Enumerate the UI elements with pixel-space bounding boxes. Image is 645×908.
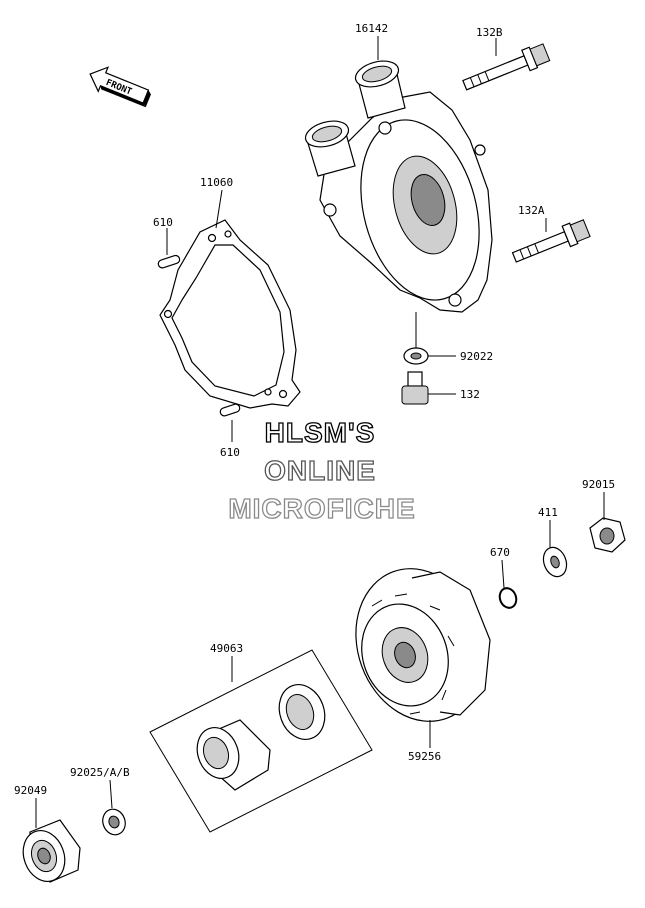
bolt-132b — [462, 43, 551, 91]
impeller-59256 — [355, 568, 491, 722]
label-11060: 11060 — [200, 176, 233, 189]
watermark-line1: HLSM'S — [265, 417, 376, 448]
label-132b: 132B — [476, 26, 503, 39]
label-610-lower: 610 — [220, 446, 240, 459]
bolt-132a — [511, 219, 591, 263]
label-59256: 59256 — [408, 750, 441, 763]
dowel-pin-lower — [219, 403, 241, 417]
leader-lines — [35, 36, 605, 828]
watermark-line2: ONLINE — [264, 455, 376, 486]
nut-92015 — [589, 517, 626, 553]
dowel-pin-upper — [157, 254, 181, 269]
bolt-132 — [401, 371, 429, 405]
front-arrow-icon: FRONT — [89, 66, 151, 108]
label-670: 670 — [490, 546, 510, 559]
washer-411 — [542, 546, 568, 578]
label-92022: 92022 — [460, 350, 493, 363]
label-132: 132 — [460, 388, 480, 401]
mechanical-seal-49063 — [149, 649, 373, 833]
o-ring-670 — [498, 587, 518, 609]
label-92049: 92049 — [14, 784, 47, 797]
label-16142: 16142 — [355, 22, 388, 35]
label-49063: 49063 — [210, 642, 243, 655]
label-610-upper: 610 — [153, 216, 173, 229]
bearing-92049 — [22, 819, 81, 883]
label-92015: 92015 — [582, 478, 615, 491]
washer-92022 — [403, 347, 429, 365]
gasket — [159, 219, 301, 409]
label-92025: 92025/A/B — [70, 766, 130, 779]
watermark-line3: MICROFICHE — [228, 493, 415, 524]
label-411: 411 — [538, 506, 558, 519]
washer-92025 — [102, 808, 126, 836]
label-132a: 132A — [518, 204, 545, 217]
pump-cover-housing — [304, 60, 493, 313]
